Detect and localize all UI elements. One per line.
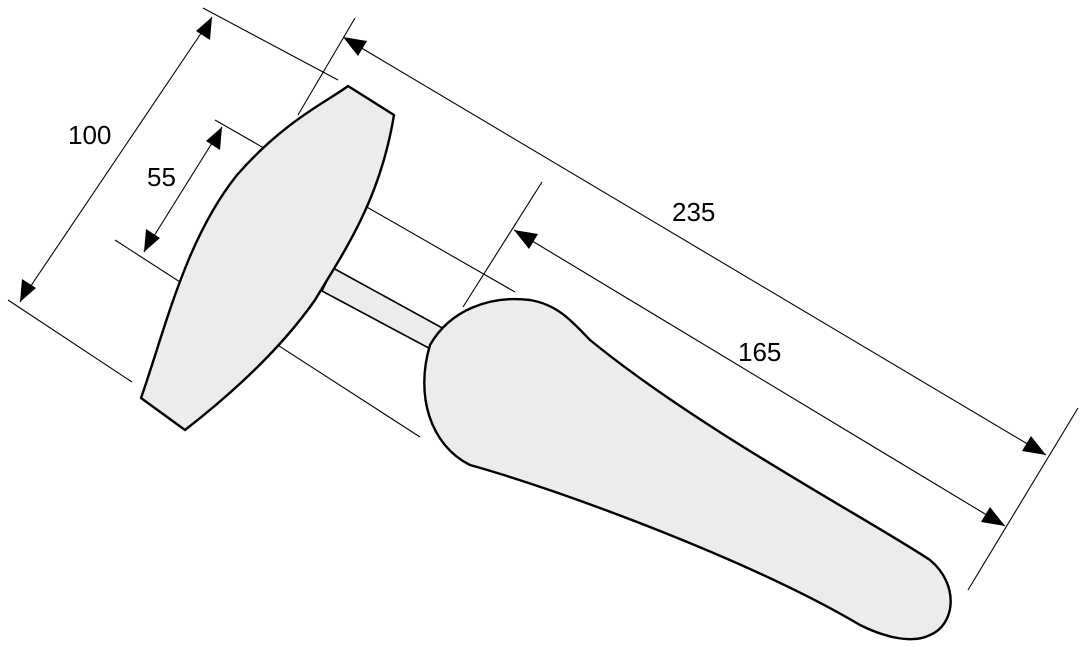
dim-label-165: 165 bbox=[738, 337, 781, 367]
arrow-100-top bbox=[196, 17, 212, 40]
arrow-235-start bbox=[343, 37, 367, 56]
arrowheads bbox=[20, 17, 1046, 526]
ext-line-100-bottom bbox=[7, 299, 133, 383]
ext-line-235-end bbox=[967, 407, 1079, 591]
arrow-100-bottom bbox=[20, 279, 36, 302]
dimension-lines bbox=[19, 16, 1047, 527]
tapered-body bbox=[423, 297, 952, 641]
dim-label-235: 235 bbox=[672, 197, 715, 227]
dim-line-165 bbox=[513, 229, 1006, 527]
ext-line-165-start bbox=[462, 181, 543, 308]
extension-lines bbox=[7, 7, 1079, 591]
dim-label-100: 100 bbox=[68, 120, 111, 150]
ext-line-235-start bbox=[297, 17, 356, 116]
flared-base bbox=[139, 84, 396, 432]
dim-line-55 bbox=[143, 126, 223, 253]
connector-shaft bbox=[320, 266, 447, 355]
dim-line-235 bbox=[342, 36, 1047, 456]
arrow-165-end bbox=[981, 507, 1005, 526]
dim-line-100 bbox=[19, 16, 213, 303]
dim-label-55: 55 bbox=[147, 162, 176, 192]
ext-line-100-top bbox=[202, 7, 339, 81]
arrow-55-top bbox=[206, 127, 222, 150]
arrow-165-start bbox=[514, 230, 538, 249]
arrow-235-end bbox=[1022, 436, 1046, 455]
arrow-55-bottom bbox=[144, 229, 160, 252]
